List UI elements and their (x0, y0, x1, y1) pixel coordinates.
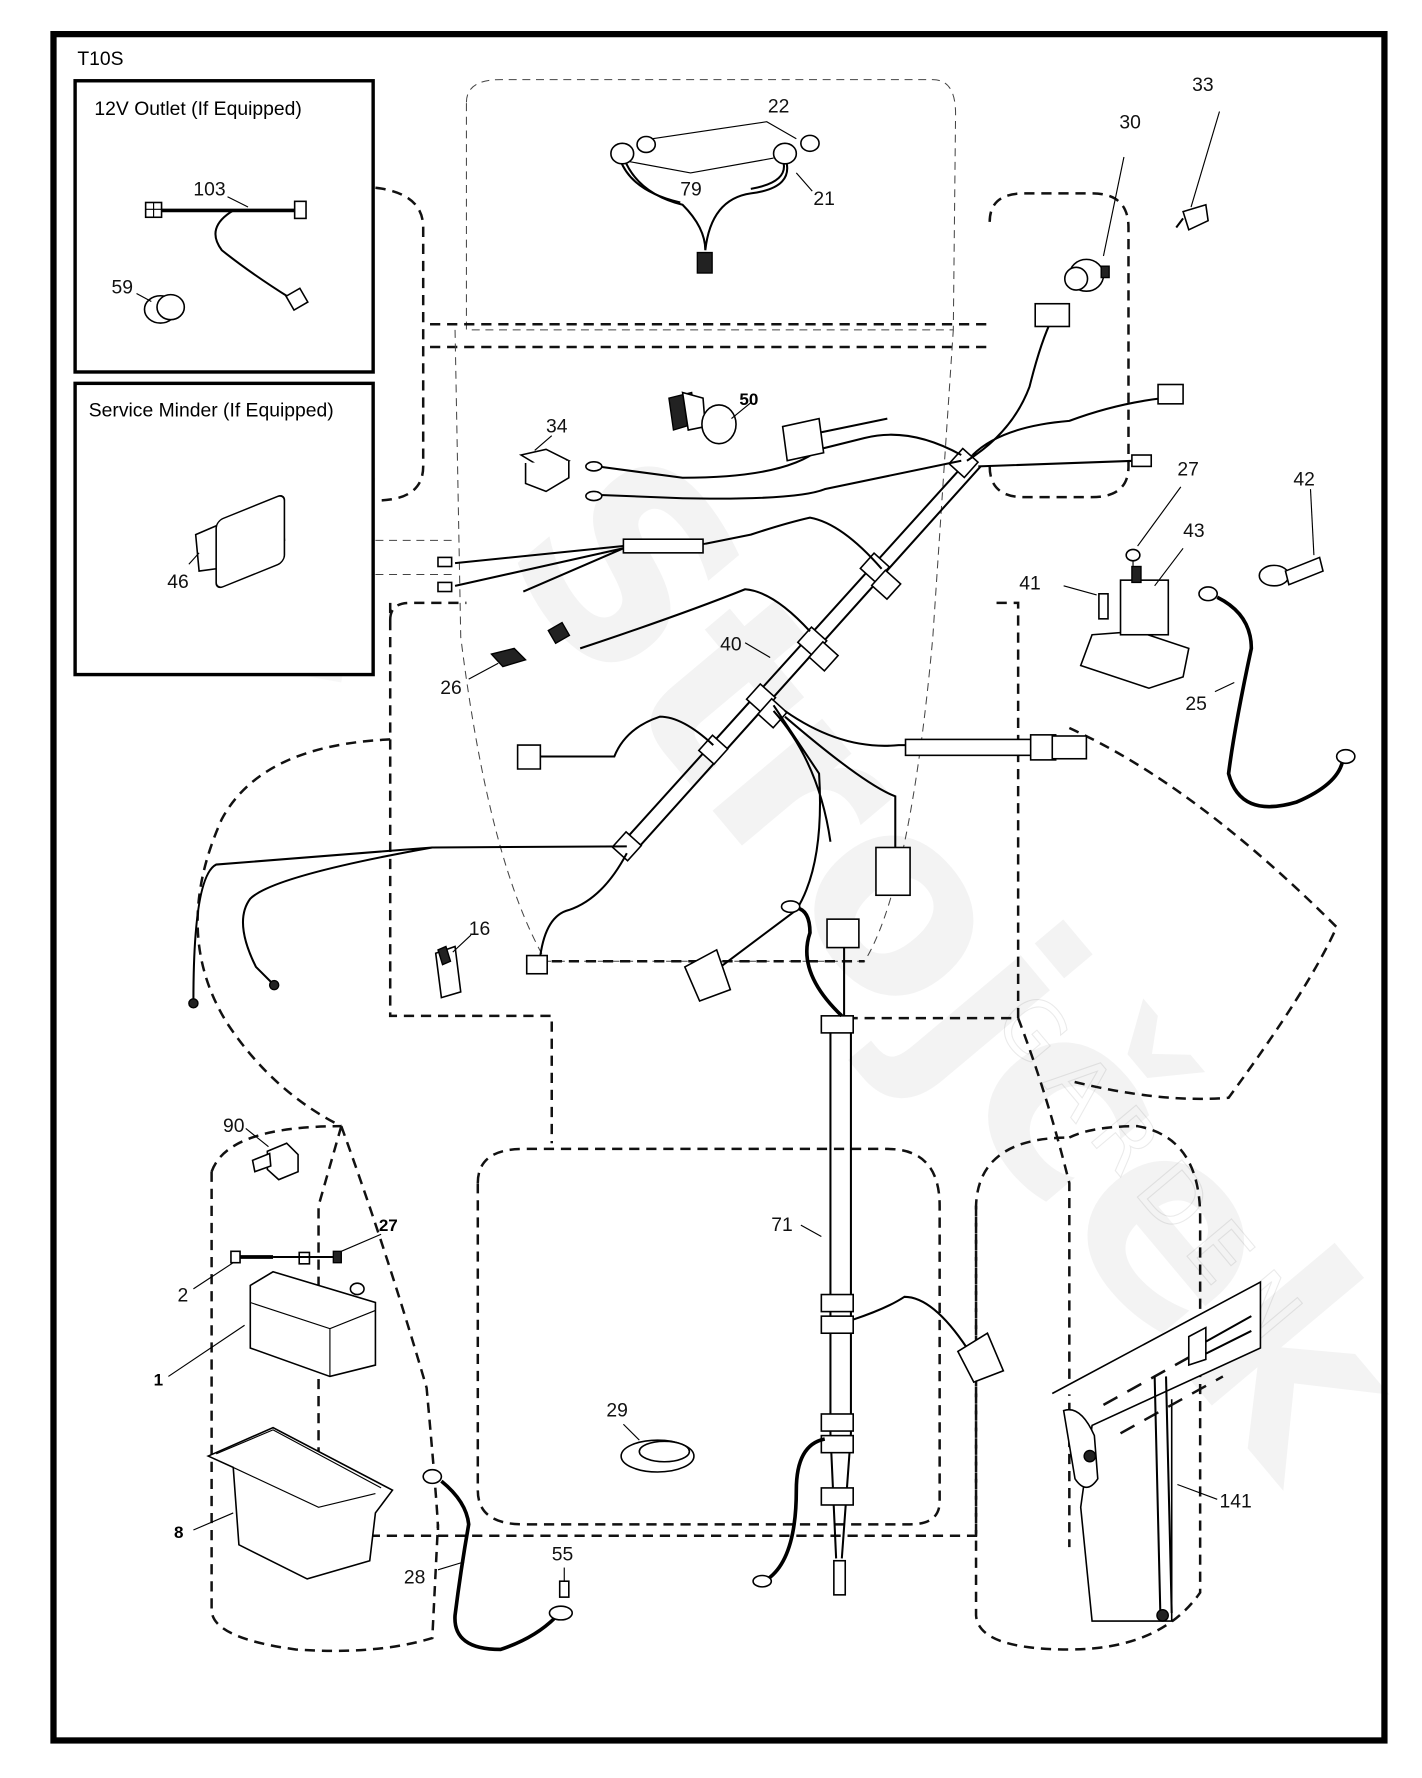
harness-71[interactable]: 71 (752, 900, 1005, 1596)
part-label-55: 55 (552, 1545, 574, 1566)
inset-service-minder-title: Service Minder (If Equipped) (89, 400, 334, 421)
switch-50[interactable]: 50 (668, 390, 758, 445)
part-label-33: 33 (1192, 75, 1214, 96)
outlet-socket-59[interactable]: 59 (112, 277, 186, 324)
chassis-outline (196, 79, 1339, 1653)
part-label-42: 42 (1293, 470, 1314, 491)
boot-42[interactable]: 42 (1258, 470, 1324, 587)
part-label-25: 25 (1185, 694, 1207, 715)
cable-25[interactable]: 25 (1185, 586, 1356, 809)
battery-nut-27[interactable]: 27 (332, 1216, 398, 1264)
solenoid-assembly[interactable]: 27 43 41 42 25 (1019, 459, 1356, 809)
part-label-27b: 27 (379, 1216, 398, 1235)
part-label-27a: 27 (1177, 459, 1199, 480)
fuse-26[interactable]: 26 (440, 647, 527, 699)
part-label-90: 90 (223, 1116, 245, 1137)
part-label-79: 79 (680, 180, 701, 201)
part-label-8: 8 (174, 1523, 183, 1542)
part-label-71: 71 (771, 1215, 793, 1236)
part-label-41: 41 (1019, 573, 1041, 594)
headlight-harness[interactable]: 22 79 21 (610, 97, 835, 274)
solenoid-base-43[interactable] (1079, 630, 1190, 690)
part-label-2: 2 (177, 1285, 188, 1306)
outlet-harness-103[interactable]: 103 (144, 180, 309, 312)
model-code: T10S (77, 49, 123, 70)
battery-tray-8[interactable]: 8 (174, 1426, 394, 1580)
part-label-43: 43 (1183, 521, 1205, 542)
part-label-26: 26 (440, 678, 462, 699)
part-label-21: 21 (813, 189, 834, 210)
relay-16[interactable]: 16 (434, 919, 491, 999)
bolt-55[interactable]: 55 (552, 1545, 574, 1598)
part-label-30: 30 (1119, 113, 1141, 134)
inset-12v-title: 12V Outlet (If Equipped) (94, 99, 301, 120)
service-minder-46[interactable]: 46 (167, 494, 286, 593)
part-label-22: 22 (768, 97, 789, 118)
part-label-46: 46 (167, 572, 188, 593)
rocker-switch-34[interactable]: 34 (518, 416, 571, 493)
main-harness-40[interactable]: 40 (188, 302, 1184, 1009)
part-label-34: 34 (546, 416, 568, 437)
diagram-frame (50, 30, 1388, 1744)
part-label-16: 16 (469, 919, 491, 940)
part-label-1: 1 (154, 1371, 163, 1390)
watermark: Strojček GARDEN (449, 397, 1422, 1531)
part-label-40: 40 (720, 635, 741, 656)
buzzer-29[interactable]: 29 (606, 1400, 695, 1473)
part-label-141: 141 (1219, 1491, 1251, 1512)
ignition-switch-30[interactable]: 30 (1063, 113, 1141, 293)
part-label-29: 29 (606, 1400, 628, 1421)
battery-bolt-2[interactable]: 2 (177, 1250, 342, 1306)
battery-1[interactable]: 1 (154, 1270, 377, 1390)
part-label-28: 28 (404, 1567, 426, 1588)
part-label-103: 103 (193, 180, 225, 201)
part-label-59: 59 (112, 277, 134, 298)
sensor-90[interactable]: 90 (223, 1116, 299, 1181)
ignition-key-33[interactable]: 33 (1175, 75, 1221, 231)
inset-12v-outlet: 12V Outlet (If Equipped) 103 59 (73, 79, 375, 374)
part-label-50: 50 (739, 390, 758, 409)
seat-switch-141[interactable]: 141 (1051, 1280, 1262, 1622)
hex-nut-27[interactable] (1125, 548, 1141, 562)
cable-28[interactable]: 28 (404, 1468, 574, 1652)
inset-service-minder: Service Minder (If Equipped) 46 (73, 381, 375, 677)
bolt-41[interactable] (1098, 593, 1109, 620)
